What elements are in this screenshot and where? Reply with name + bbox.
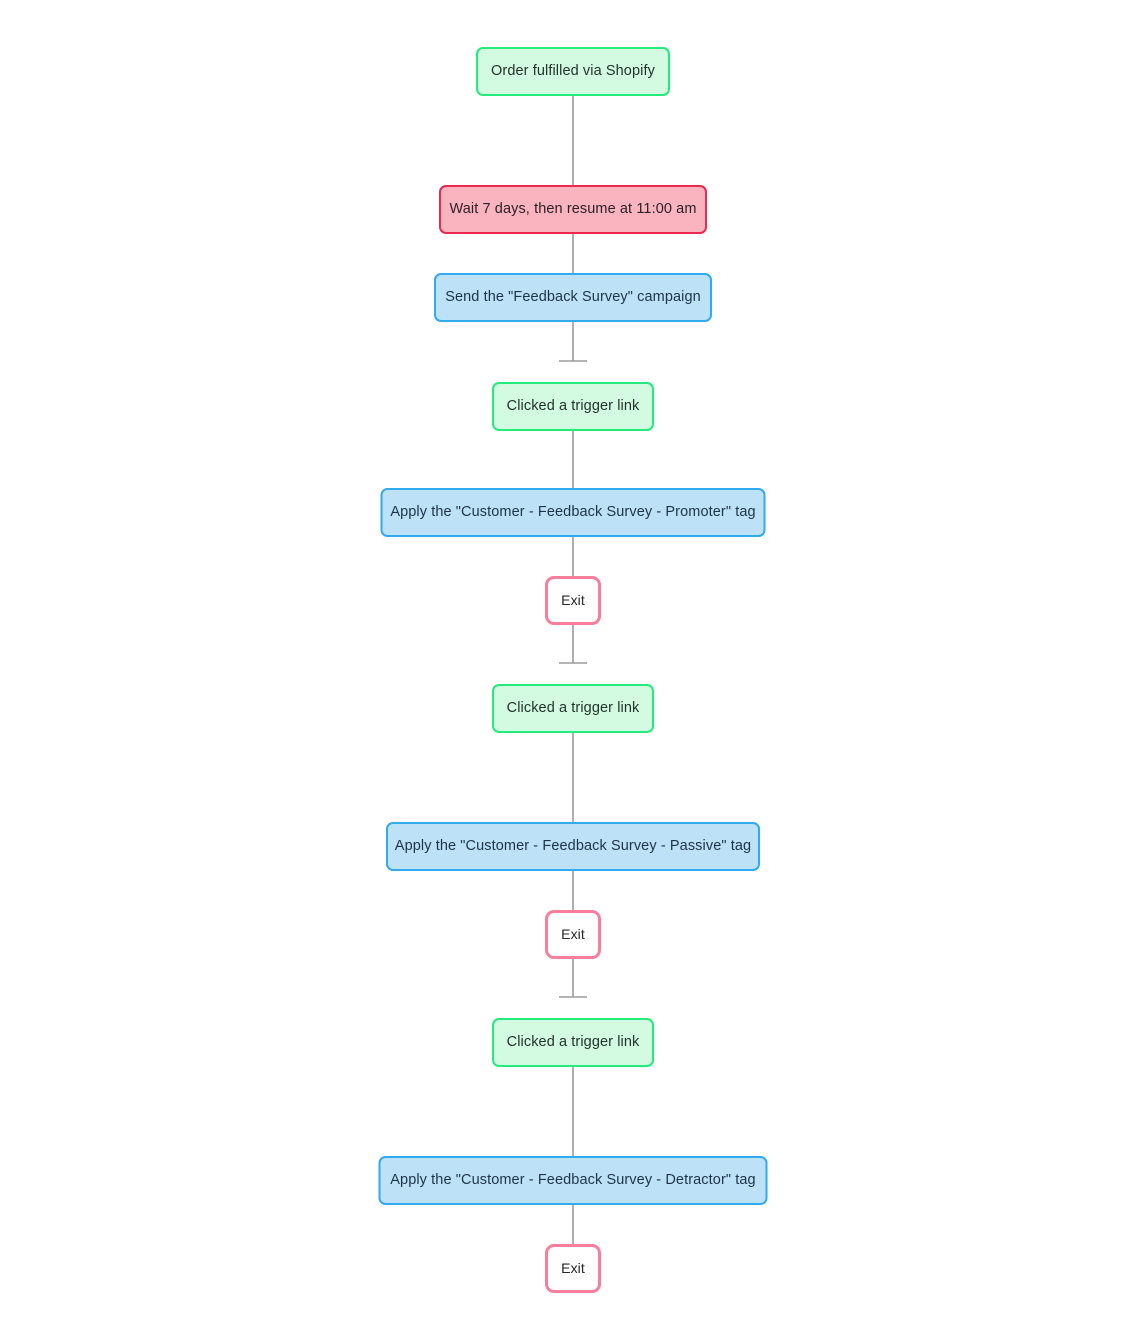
flow-node-label: Exit bbox=[561, 592, 585, 609]
connector-n3-to-n4 bbox=[559, 322, 587, 362]
flow-node-trigger-n7[interactable]: Clicked a trigger link bbox=[492, 684, 654, 733]
connector-n9-to-n10 bbox=[559, 959, 587, 998]
flow-node-label: Apply the "Customer - Feedback Survey - … bbox=[394, 837, 752, 854]
flow-node-label: Clicked a trigger link bbox=[506, 1033, 640, 1050]
flow-node-trigger-n4[interactable]: Clicked a trigger link bbox=[492, 382, 654, 431]
flow-node-exit-n6[interactable]: Exit bbox=[545, 576, 601, 625]
flow-node-label: Exit bbox=[561, 926, 585, 943]
flow-node-label: Clicked a trigger link bbox=[506, 397, 640, 414]
connector-n6-to-n7 bbox=[559, 625, 587, 664]
flow-node-action-n8[interactable]: Apply the "Customer - Feedback Survey - … bbox=[386, 822, 760, 871]
flow-node-exit-n12[interactable]: Exit bbox=[545, 1244, 601, 1293]
flow-node-action-n3[interactable]: Send the "Feedback Survey" campaign bbox=[434, 273, 712, 322]
flow-node-delay-n2[interactable]: Wait 7 days, then resume at 11:00 am bbox=[439, 185, 707, 234]
flow-node-trigger-n10[interactable]: Clicked a trigger link bbox=[492, 1018, 654, 1067]
flow-node-label: Send the "Feedback Survey" campaign bbox=[445, 288, 701, 305]
flow-node-label: Clicked a trigger link bbox=[506, 699, 640, 716]
flow-node-label: Wait 7 days, then resume at 11:00 am bbox=[449, 200, 697, 217]
flow-node-label: Apply the "Customer - Feedback Survey - … bbox=[390, 503, 756, 520]
flow-node-label: Order fulfilled via Shopify bbox=[491, 62, 655, 79]
flow-node-action-n11[interactable]: Apply the "Customer - Feedback Survey - … bbox=[378, 1156, 768, 1205]
flow-node-label: Exit bbox=[561, 1260, 585, 1277]
flow-node-exit-n9[interactable]: Exit bbox=[545, 910, 601, 959]
flow-node-trigger-n1[interactable]: Order fulfilled via Shopify bbox=[476, 47, 670, 96]
flow-node-label: Apply the "Customer - Feedback Survey - … bbox=[390, 1171, 756, 1188]
flow-node-action-n5[interactable]: Apply the "Customer - Feedback Survey - … bbox=[380, 488, 766, 537]
